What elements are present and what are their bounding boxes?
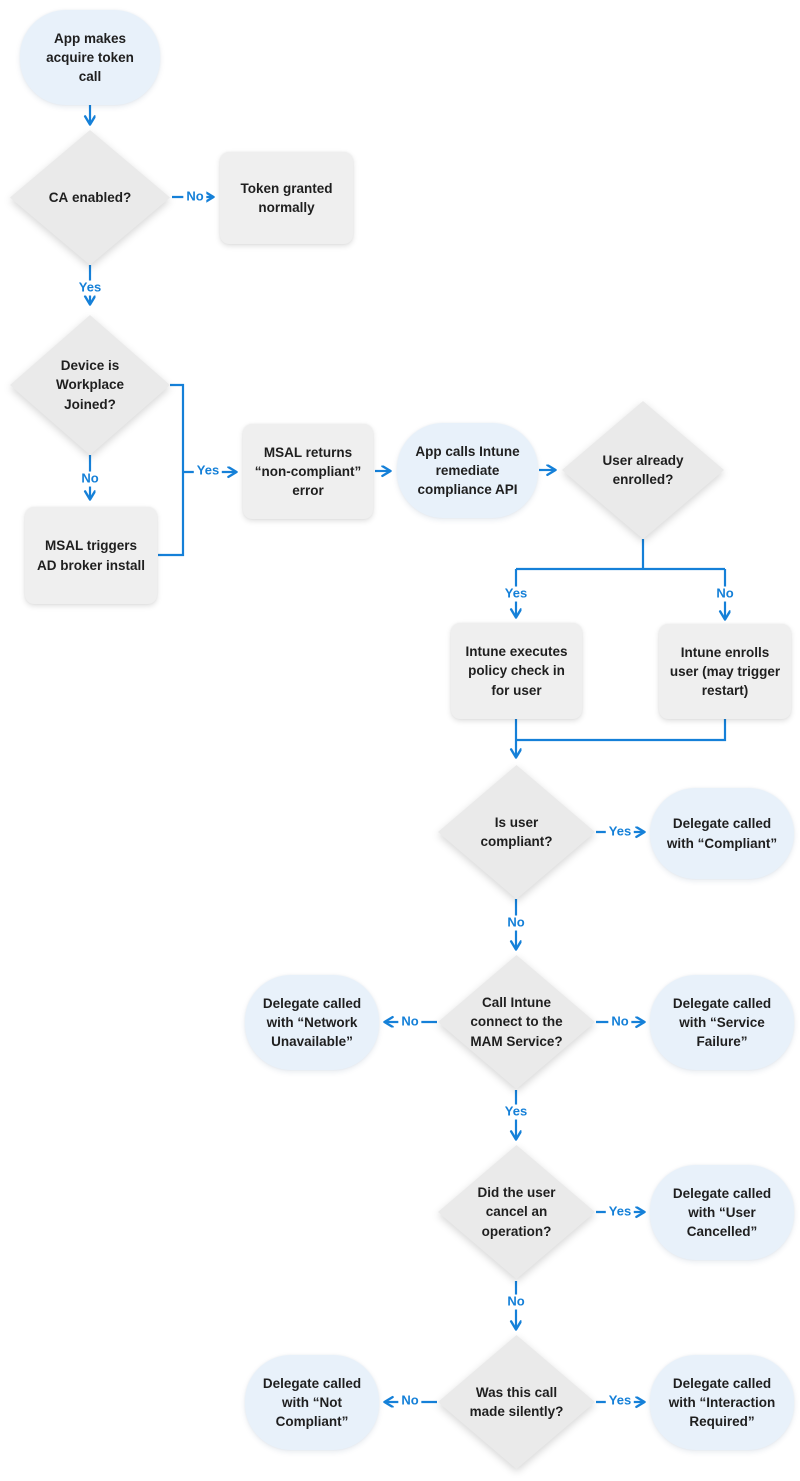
node-delegate-network-label: Delegate called with “Network Unavailabl… bbox=[262, 995, 362, 1050]
node-user-enrolled-shape: User already enrolled? bbox=[562, 401, 724, 539]
node-is-compliant: Is user compliant? bbox=[438, 765, 595, 899]
node-ca-enabled-shape: CA enabled? bbox=[10, 130, 170, 265]
node-device-wpj: Device is Workplace Joined? bbox=[10, 315, 170, 455]
edge-label-compliant-no: No bbox=[504, 915, 528, 931]
node-broker-install-label: MSAL triggers AD broker install bbox=[36, 538, 146, 573]
node-remediate-api: App calls Intune remediate compliance AP… bbox=[397, 423, 538, 518]
node-msal-error: MSAL returns “non-compliant” error bbox=[243, 424, 373, 519]
node-delegate-network: Delegate called with “Network Unavailabl… bbox=[245, 975, 379, 1070]
node-ca-enabled: CA enabled? bbox=[10, 130, 170, 265]
node-token-granted: Token granted normally bbox=[220, 152, 353, 244]
node-intune-enrolls: Intune enrolls user (may trigger restart… bbox=[659, 624, 791, 719]
node-delegate-not-compliant: Delegate called with “Not Compliant” bbox=[245, 1355, 379, 1450]
node-msal-error-label: MSAL returns “non-compliant” error bbox=[254, 444, 362, 499]
edge-label-mam-no-right: No bbox=[608, 1014, 632, 1030]
node-is-compliant-label: Is user compliant? bbox=[480, 814, 553, 849]
node-user-enrolled: User already enrolled? bbox=[562, 401, 724, 539]
edge-label-enrolled-no: No bbox=[713, 586, 737, 602]
edge-label-cancel-yes: Yes bbox=[605, 1204, 635, 1220]
node-delegate-cancelled: Delegate called with “User Cancelled” bbox=[650, 1165, 794, 1260]
node-call-mam-shape: Call Intune connect to the MAM Service? bbox=[438, 955, 595, 1089]
node-delegate-service-label: Delegate called with “Service Failure” bbox=[672, 995, 772, 1050]
node-call-silent-label: Was this call made silently? bbox=[469, 1384, 564, 1419]
edge-label-mam-no-left: No bbox=[398, 1014, 422, 1030]
node-user-enrolled-label: User already enrolled? bbox=[602, 452, 684, 487]
node-policy-checkin-label: Intune executes policy check in for user bbox=[465, 644, 568, 698]
node-broker-install: MSAL triggers AD broker install bbox=[25, 507, 157, 604]
node-delegate-interaction: Delegate called with “Interaction Requir… bbox=[650, 1355, 794, 1450]
node-delegate-compliant: Delegate called with “Compliant” bbox=[650, 788, 794, 879]
node-delegate-cancelled-label: Delegate called with “User Cancelled” bbox=[672, 1185, 772, 1240]
node-user-cancel: Did the user cancel an operation? bbox=[438, 1145, 595, 1279]
edge-label-enrolled-yes: Yes bbox=[501, 586, 531, 602]
edge-label-ca-yes: Yes bbox=[75, 280, 105, 296]
wire-enroll-merge bbox=[516, 719, 727, 742]
node-delegate-not-compliant-label: Delegate called with “Not Compliant” bbox=[262, 1375, 362, 1430]
node-policy-checkin: Intune executes policy check in for user bbox=[451, 623, 582, 719]
node-delegate-interaction-label: Delegate called with “Interaction Requir… bbox=[668, 1375, 776, 1430]
edge-label-ca-no: No bbox=[183, 189, 207, 205]
node-token-granted-label: Token granted normally bbox=[240, 180, 333, 215]
node-call-silent: Was this call made silently? bbox=[438, 1335, 595, 1469]
node-delegate-service: Delegate called with “Service Failure” bbox=[650, 975, 794, 1070]
node-call-mam: Call Intune connect to the MAM Service? bbox=[438, 955, 595, 1089]
node-call-mam-label: Call Intune connect to the MAM Service? bbox=[470, 995, 563, 1049]
node-user-cancel-label: Did the user cancel an operation? bbox=[477, 1185, 556, 1239]
node-start: App makes acquire token call bbox=[20, 10, 160, 105]
wire-wpj-to-junction bbox=[158, 383, 185, 557]
node-ca-enabled-label: CA enabled? bbox=[48, 189, 132, 205]
edge-label-wpj-yes: Yes bbox=[193, 463, 223, 479]
edge-label-wpj-no: No bbox=[78, 471, 102, 487]
node-device-wpj-shape: Device is Workplace Joined? bbox=[10, 315, 170, 455]
wire-enrolled-split bbox=[516, 539, 725, 571]
node-is-compliant-shape: Is user compliant? bbox=[438, 765, 595, 899]
edge-label-silent-no: No bbox=[398, 1393, 422, 1409]
node-intune-enrolls-label: Intune enrolls user (may trigger restart… bbox=[669, 644, 781, 699]
node-delegate-compliant-label: Delegate called with “Compliant” bbox=[666, 816, 778, 851]
edge-label-silent-yes: Yes bbox=[605, 1393, 635, 1409]
edge-label-mam-yes: Yes bbox=[501, 1104, 531, 1120]
edge-label-cancel-no: No bbox=[504, 1294, 528, 1310]
node-device-wpj-label: Device is Workplace Joined? bbox=[55, 358, 125, 412]
edge-label-compliant-yes: Yes bbox=[605, 824, 635, 840]
node-call-silent-shape: Was this call made silently? bbox=[438, 1335, 595, 1469]
node-start-label: App makes acquire token call bbox=[46, 30, 134, 85]
node-user-cancel-shape: Did the user cancel an operation? bbox=[438, 1145, 595, 1279]
node-remediate-api-label: App calls Intune remediate compliance AP… bbox=[415, 443, 520, 498]
